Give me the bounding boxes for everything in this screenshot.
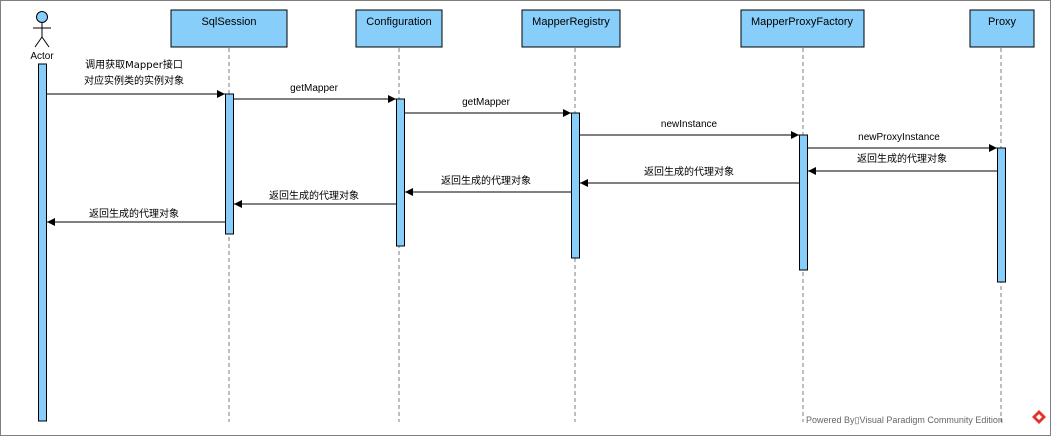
lifelines [41, 48, 1002, 422]
participant-box[interactable] [521, 9, 621, 48]
message-label-line: getMapper [290, 83, 338, 94]
participant-proxy[interactable]: Proxy [969, 9, 1035, 48]
activation-bar-configuration[interactable] [396, 98, 405, 247]
participant-name: Proxy [988, 16, 1017, 28]
participant-name: MapperProxyFactory [751, 16, 854, 28]
participant-mapperproxyfactory[interactable]: MapperProxyFactory [740, 9, 865, 48]
participant-box[interactable] [740, 9, 865, 48]
actor-label: Actor [30, 51, 54, 62]
message-return-sqlsession[interactable]: 返回生成的代理对象 [47, 207, 225, 226]
message-getmapper-registry[interactable]: getMapper [405, 97, 571, 117]
message-label-line: getMapper [462, 97, 510, 108]
message-label-line: 返回生成的代理对象 [269, 189, 359, 202]
message-label-line: 返回生成的代理对象 [441, 174, 531, 187]
message-return-proxy[interactable]: 返回生成的代理对象 [808, 152, 997, 175]
message-label-line: 返回生成的代理对象 [89, 207, 179, 220]
message-newinstance[interactable]: newInstance [580, 119, 799, 139]
participant-box[interactable] [969, 9, 1035, 48]
message-newproxyinstance[interactable]: newProxyInstance [808, 132, 997, 152]
participant-mapperregistry[interactable]: MapperRegistry [521, 9, 621, 48]
message-getmapper-configuration[interactable]: getMapper [234, 83, 396, 103]
participant-box[interactable] [170, 9, 288, 48]
message-return-registry[interactable]: 返回生成的代理对象 [405, 174, 571, 196]
message-label-line: newProxyInstance [858, 132, 940, 143]
participant-name: SqlSession [201, 16, 256, 28]
visual-paradigm-logo-icon [1032, 410, 1046, 424]
message-return-factory[interactable]: 返回生成的代理对象 [580, 165, 799, 187]
message-label-line: 调用获取Mapper接口 [85, 58, 183, 71]
message-label-line: newInstance [661, 119, 718, 130]
participant-sqlsession[interactable]: SqlSession [170, 9, 288, 48]
activation-bars [38, 63, 1006, 422]
message-label-line: 对应实例类的实例对象 [84, 74, 184, 87]
participant-box[interactable] [355, 9, 443, 48]
activation-bar-sqlsession[interactable] [225, 93, 234, 235]
activation-bar-mapperproxyfactory[interactable] [799, 134, 808, 271]
message-label-line: 返回生成的代理对象 [857, 152, 947, 165]
message-request-mapper[interactable]: 调用获取Mapper接口 对应实例类的实例对象 [47, 58, 225, 98]
activation-bar-actor[interactable] [38, 63, 47, 422]
message-return-configuration[interactable]: 返回生成的代理对象 [234, 189, 396, 208]
participant-name: Configuration [366, 16, 431, 28]
activation-bar-mapperregistry[interactable] [571, 112, 580, 259]
actor-icon[interactable] [33, 11, 51, 48]
participant-configuration[interactable]: Configuration [355, 9, 443, 48]
activation-bar-proxy[interactable] [997, 147, 1006, 283]
message-label-line: 返回生成的代理对象 [644, 165, 734, 178]
messages: 调用获取Mapper接口 对应实例类的实例对象 getMapper getMap… [47, 58, 997, 226]
participant-name: MapperRegistry [532, 16, 610, 28]
footer-watermark: Powered By▯Visual Paradigm Community Edi… [806, 415, 1003, 425]
